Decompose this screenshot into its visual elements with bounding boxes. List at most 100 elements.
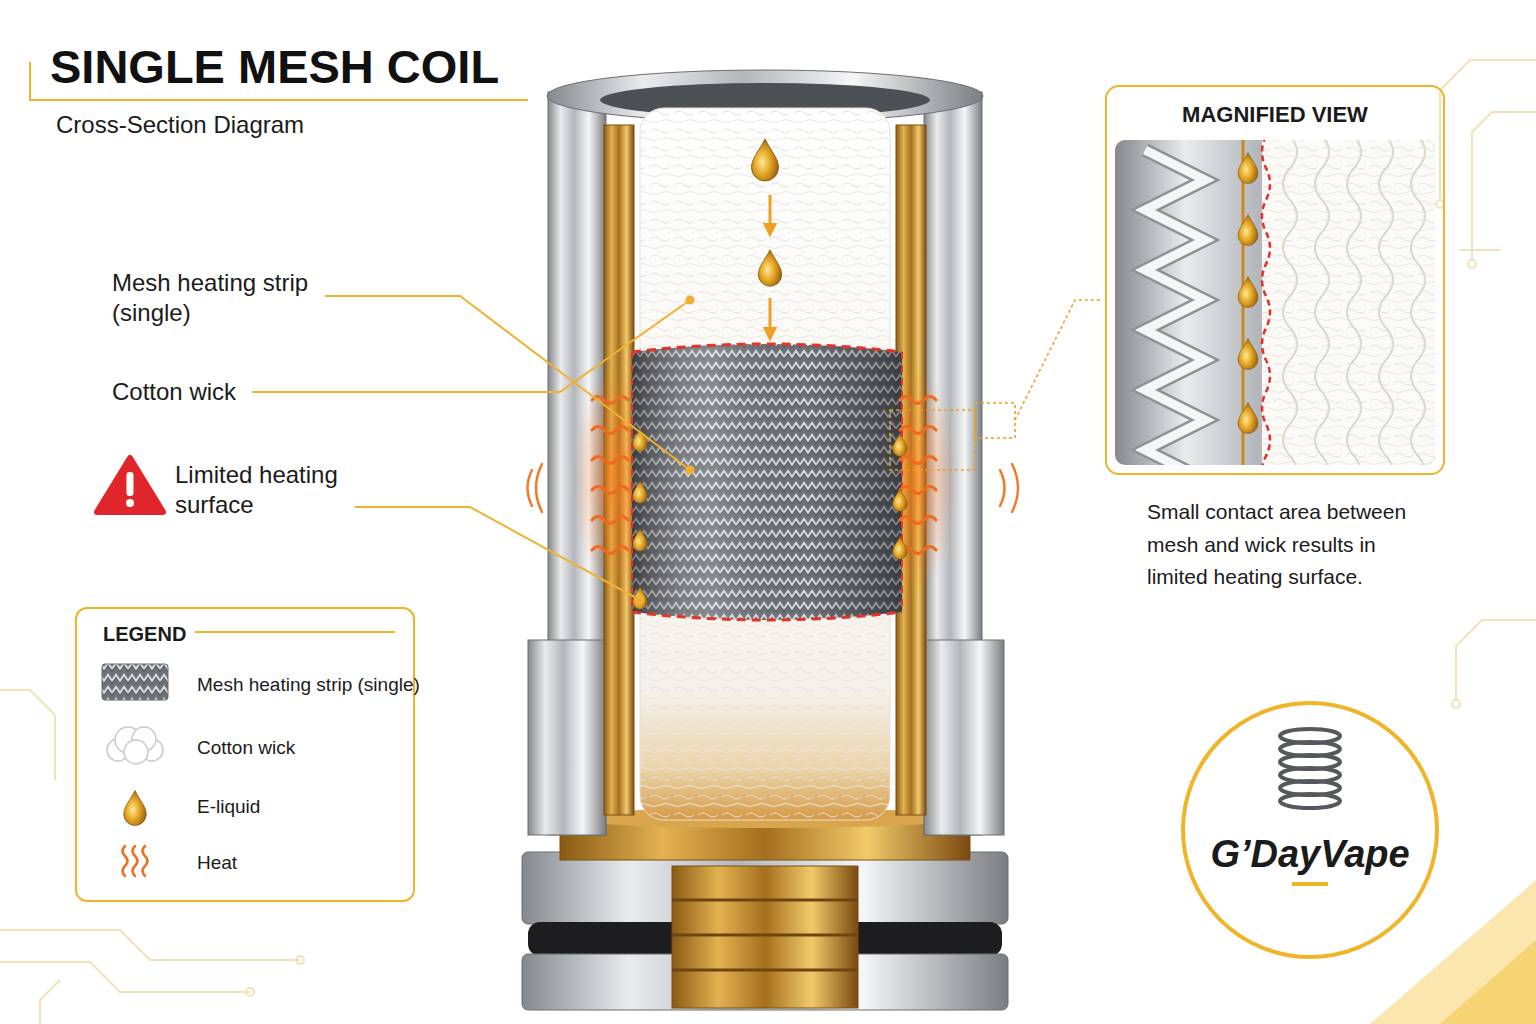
heat-emission bbox=[1012, 464, 1018, 512]
leader-line bbox=[252, 300, 690, 392]
magnified-illustration bbox=[1283, 140, 1425, 465]
legend-text: Mesh heating strip (single) bbox=[197, 673, 420, 697]
legend-row: Cotton wick bbox=[197, 736, 295, 760]
legend-row: Mesh heating strip (single) bbox=[197, 673, 420, 697]
legend-rule bbox=[195, 631, 395, 633]
warning-label: Limited heating surface bbox=[175, 460, 350, 520]
magnified-view-box: MAGNIFIED VIEW bbox=[1105, 85, 1445, 475]
zoom-marker bbox=[890, 410, 975, 470]
box-heading: MAGNIFIED VIEW bbox=[1107, 101, 1443, 129]
coil-cutaway bbox=[632, 344, 902, 352]
magnified-illustration bbox=[1238, 403, 1258, 434]
logo-badge bbox=[1184, 704, 1436, 956]
coil-cutaway bbox=[672, 866, 858, 1008]
warning-icon bbox=[97, 458, 163, 512]
zoom-marker bbox=[890, 300, 1103, 470]
circle-outline bbox=[1183, 703, 1437, 957]
circuit-decoration bbox=[1468, 260, 1476, 268]
coil-cutaway bbox=[522, 70, 1008, 1010]
circuit-decoration bbox=[1472, 112, 1536, 260]
logo-badge bbox=[1280, 729, 1340, 808]
heat-waves bbox=[592, 427, 628, 434]
coil-cutaway bbox=[632, 352, 902, 612]
circuit-decoration bbox=[246, 988, 254, 996]
legend-icon bbox=[124, 740, 148, 764]
heat-waves bbox=[592, 397, 936, 554]
warning-icon bbox=[126, 499, 134, 507]
circuit-decoration bbox=[0, 962, 250, 992]
warning-icon bbox=[127, 472, 134, 496]
e-liquid-drops bbox=[633, 529, 647, 551]
label-slot: Cross-Section Diagram bbox=[56, 110, 476, 140]
legend-rule bbox=[195, 632, 395, 633]
heat-waves bbox=[900, 397, 936, 404]
heat-waves bbox=[900, 487, 936, 494]
magnified-illustration bbox=[1347, 140, 1361, 465]
e-liquid-drops bbox=[758, 250, 781, 286]
coil-cutaway bbox=[632, 344, 902, 620]
heat-waves bbox=[900, 427, 936, 434]
legend-icon bbox=[133, 846, 138, 876]
zoom-marker bbox=[975, 403, 1015, 438]
e-liquid-drops bbox=[893, 434, 907, 456]
heat-waves bbox=[592, 517, 628, 524]
corner-triangle bbox=[1440, 940, 1536, 1024]
e-liquid-drops bbox=[752, 139, 779, 181]
legend-icon bbox=[102, 664, 168, 700]
circuit-decoration bbox=[1436, 200, 1444, 208]
leader-dot bbox=[686, 466, 695, 475]
heat-waves bbox=[592, 457, 628, 464]
legend-text: Cotton wick bbox=[197, 736, 295, 760]
label-slot: Cotton wick bbox=[112, 377, 312, 407]
flow-arrow bbox=[769, 298, 772, 334]
circuit-decoration bbox=[0, 60, 1536, 1024]
leader-line bbox=[325, 296, 690, 470]
circle-outline bbox=[1180, 700, 1440, 960]
magnified-illustration bbox=[1238, 153, 1258, 184]
warning-icon bbox=[97, 458, 163, 512]
label-slot: Small contact area between mesh and wick… bbox=[1147, 496, 1425, 594]
magnified-illustration bbox=[1145, 150, 1205, 465]
legend-icon bbox=[123, 846, 128, 876]
legend-icon bbox=[123, 846, 148, 876]
part-label: Mesh heating strip (single) bbox=[112, 268, 332, 328]
heat-waves bbox=[592, 487, 628, 494]
legend-heading: LEGEND bbox=[103, 622, 223, 647]
legend-icon bbox=[143, 846, 148, 876]
e-liquid-drops bbox=[893, 537, 907, 559]
legend-row: E-liquid bbox=[197, 795, 260, 819]
magnified-illustration bbox=[1145, 150, 1205, 465]
circuit-decoration bbox=[0, 690, 55, 780]
legend-icon bbox=[124, 791, 147, 826]
magnified-illustration bbox=[1411, 140, 1425, 465]
logo-circle: G’DayVape bbox=[1180, 700, 1440, 960]
heat-emission bbox=[536, 464, 542, 512]
e-liquid-drops bbox=[893, 489, 907, 511]
logo-badge bbox=[1292, 882, 1328, 886]
heat-waves bbox=[900, 517, 936, 524]
e-liquid-drops bbox=[633, 481, 647, 503]
heat-emission bbox=[528, 464, 1019, 512]
part-label: Cotton wick bbox=[112, 377, 312, 407]
note-text: Small contact area between mesh and wick… bbox=[1147, 496, 1425, 594]
magnified-illustration bbox=[1238, 339, 1258, 370]
legend-text: Heat bbox=[197, 851, 237, 875]
logo-text: G’DayVape bbox=[1180, 831, 1440, 879]
coil-cutaway bbox=[924, 640, 1004, 835]
legend-box: LEGENDMesh heating strip (single)Cotton … bbox=[75, 607, 415, 902]
label-slot: Limited heating surface bbox=[175, 460, 350, 520]
heat-emission bbox=[1000, 470, 1005, 506]
heat-waves bbox=[592, 547, 628, 554]
circuit-decoration bbox=[0, 930, 300, 960]
legend-icon bbox=[102, 664, 168, 876]
circuit-decoration bbox=[1452, 700, 1460, 708]
coil-cutaway bbox=[528, 640, 606, 835]
magnified-illustration bbox=[1238, 215, 1258, 246]
magnified-illustration bbox=[1115, 140, 1435, 465]
magnified-illustration bbox=[1283, 140, 1297, 465]
diagram-title: SINGLE MESH COIL bbox=[50, 38, 550, 97]
title-slot: SINGLE MESH COIL bbox=[50, 38, 550, 97]
circuit-decoration bbox=[40, 980, 60, 1024]
e-liquid-drops bbox=[633, 139, 907, 609]
